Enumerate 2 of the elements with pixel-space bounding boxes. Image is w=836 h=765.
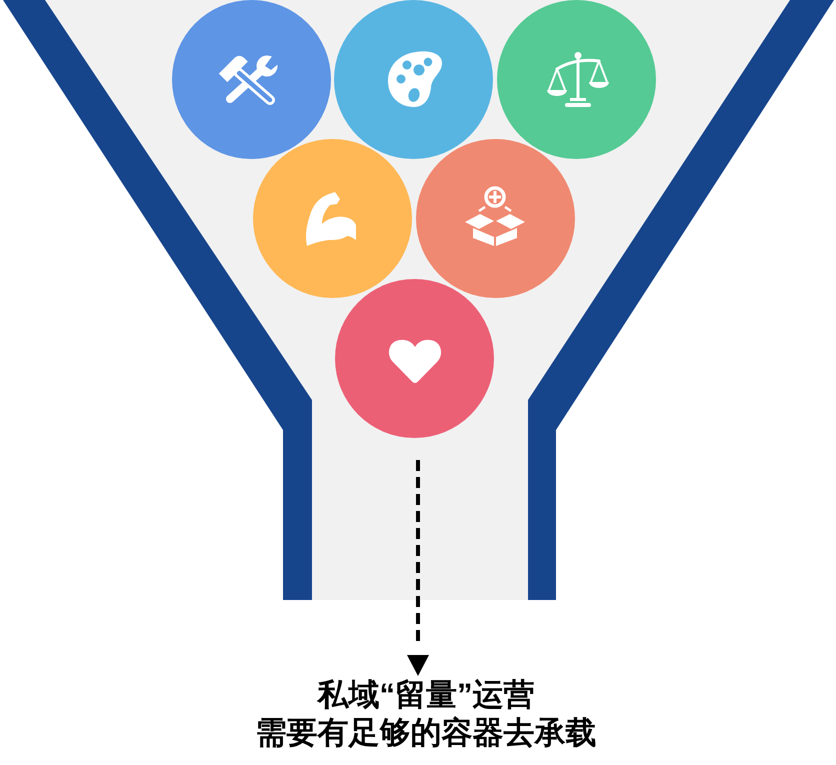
dashed-arrow [407,460,429,676]
caption-text: 私域“留量”运营 需要有足够的容器去承载 [196,676,656,756]
